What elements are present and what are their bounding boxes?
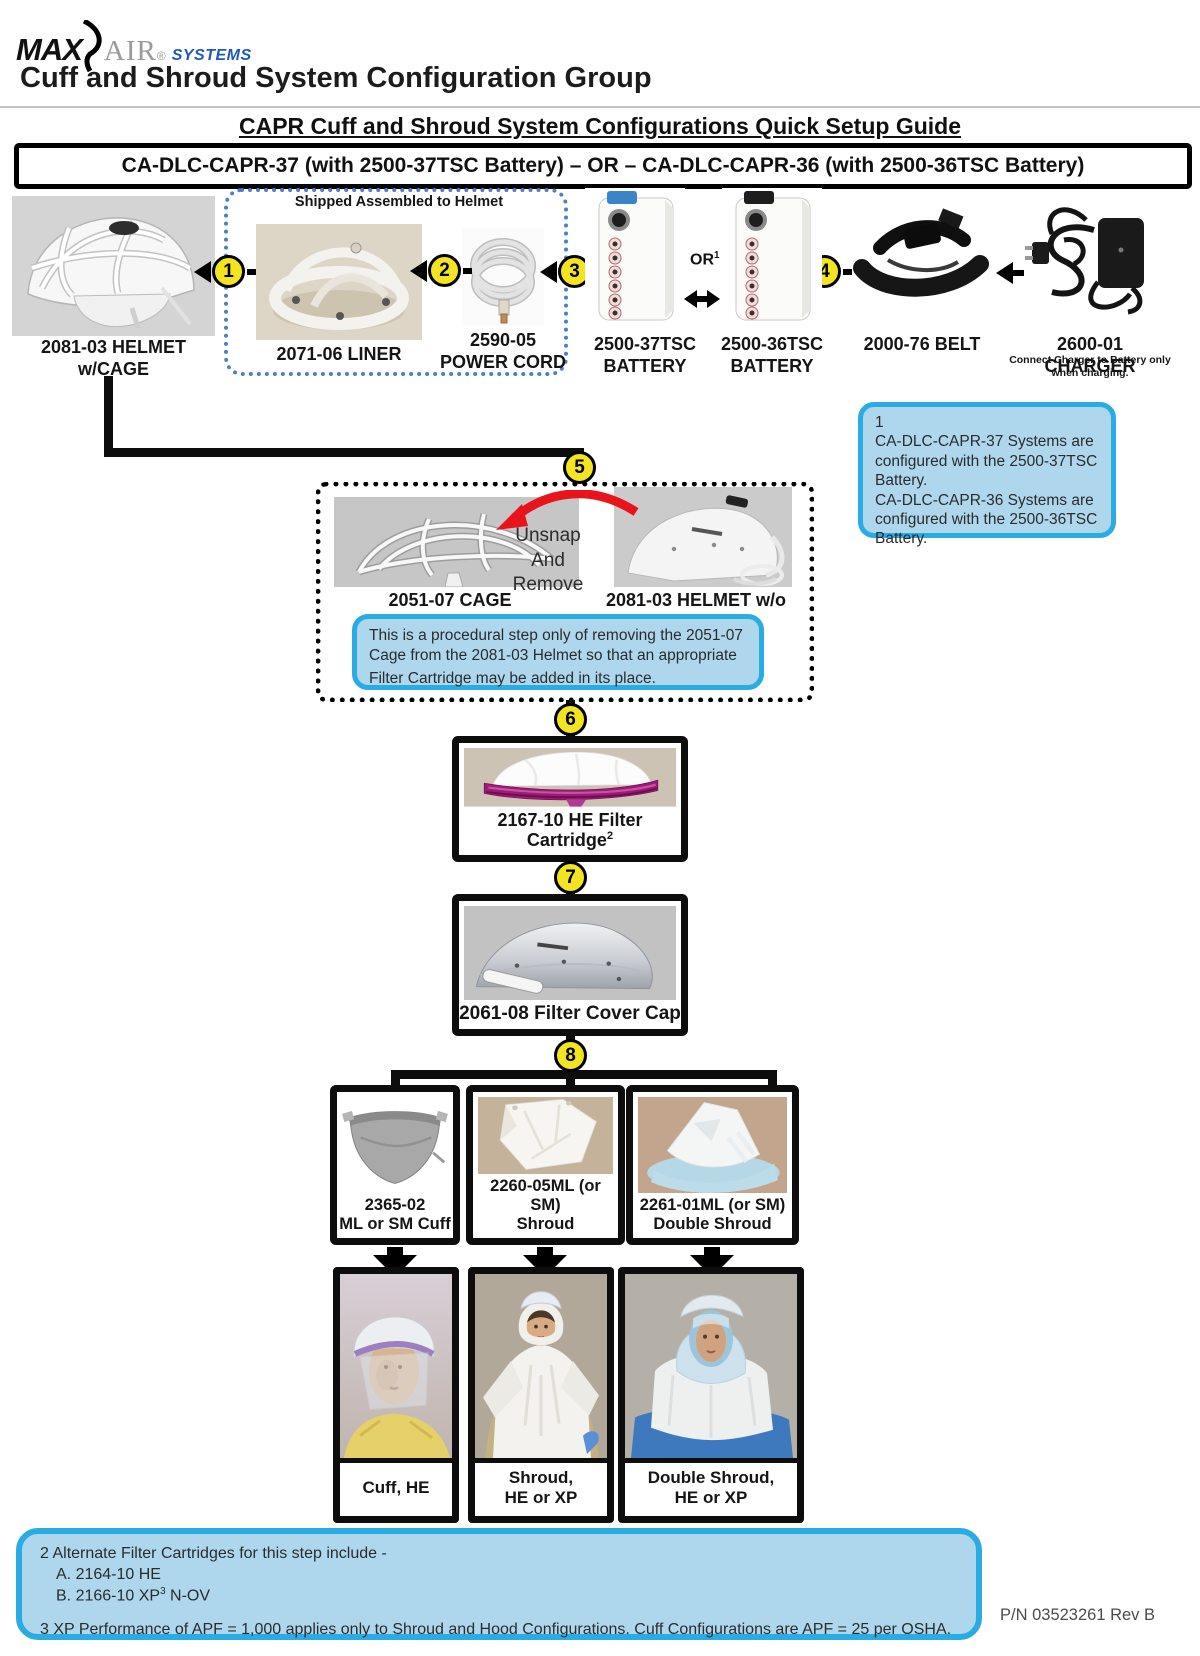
helmet-with-cage-photo: [12, 196, 215, 336]
procedural-note-box: This is a procedural step only of removi…: [352, 614, 764, 690]
step-8-badge: 8: [554, 1039, 587, 1072]
footnote-line-2: CA-DLC-CAPR-36 Systems are configured wi…: [875, 491, 1098, 548]
connector-horizontal: [104, 448, 584, 457]
battery-36tsc-label: 2500-36TSC BATTERY: [720, 334, 824, 376]
branch-bar: [391, 1070, 777, 1079]
double-shroud-photo: [638, 1097, 787, 1194]
shroud-worn-photo: [475, 1274, 607, 1458]
charger-label: 2600-01 CHARGER: [1044, 334, 1136, 376]
left-arrowhead-icon: [410, 259, 427, 282]
left-arrowhead-icon: [194, 260, 211, 283]
unsnap-red-arrow-icon: [488, 489, 643, 547]
power-cord-photo: [462, 228, 544, 326]
charger-photo: [1024, 190, 1156, 322]
liner-photo: [256, 224, 422, 340]
charger-note: Connect Charger to Battery only when cha…: [1009, 354, 1171, 380]
cuff-worn-photo: [340, 1274, 452, 1458]
step-1-arrow: 1: [194, 255, 256, 288]
left-arrowhead-icon: [684, 290, 697, 308]
filter-cartridge-label: 2167-10 HE Filter Cartridge2: [497, 809, 643, 851]
or-double-arrow: [684, 290, 720, 308]
unsnap-remove-text: Unsnap And Remove: [512, 525, 584, 596]
filter-cover-cap-label: 2061-08 Filter Cover Cap: [459, 1003, 681, 1025]
shroud-result-box: Shroud, HE or XP: [468, 1267, 614, 1523]
branch-stub-center: [566, 1076, 575, 1086]
filter-cover-cap-photo: [464, 906, 676, 1001]
step-2-arrow: 2: [410, 254, 472, 287]
title-divider: [0, 106, 1200, 108]
or-text: OR1: [690, 250, 720, 269]
logo-registered-mark: ®: [156, 49, 166, 63]
footnote-line-1: CA-DLC-CAPR-37 Systems are configured wi…: [875, 433, 1098, 490]
shroud-result-label: Shroud, HE or XP: [475, 1458, 607, 1516]
step-5-badge: 5: [563, 451, 596, 484]
shroud-option-label: 2260-05ML (or SM) Shroud: [490, 1177, 601, 1234]
page-title: Cuff and Shroud System Configuration Gro…: [20, 62, 652, 94]
step-2-badge: 2: [428, 254, 461, 287]
helmet-with-cage-label: 2081-03 HELMET w/CAGE: [40, 337, 187, 379]
double-shroud-result-label: Double Shroud, HE or XP: [625, 1458, 797, 1516]
arrow-tail: [247, 268, 256, 275]
footnote-3-line: 3 XP Performance of APF = 1,000 applies …: [40, 1620, 952, 1638]
arrow-tail: [463, 267, 472, 274]
battery-37tsc-photo: [585, 188, 685, 326]
step-6-badge: 6: [554, 703, 587, 736]
maxair-logo: MAX AIR ® SYSTEMS: [16, 8, 252, 73]
shroud-photo: [478, 1097, 613, 1175]
footnote-superscript: 1: [875, 414, 884, 431]
double-shroud-result-box: Double Shroud, HE or XP: [618, 1267, 804, 1523]
charger-to-belt-arrow: [996, 262, 1031, 284]
battery-36tsc-photo: [722, 188, 822, 326]
arrow-shaft: [1013, 270, 1031, 276]
footnote-2-item-b: B. 2166-10 XP3 N-OV: [56, 1585, 211, 1604]
logo-max-text: MAX: [16, 32, 83, 67]
footnote-2-marker: 2: [606, 830, 614, 843]
connector-vertical: [104, 376, 113, 457]
cuff-result-box: Cuff, HE: [333, 1267, 459, 1523]
logo-systems-text: SYSTEMS: [171, 47, 252, 64]
arrow-shaft: [697, 296, 707, 302]
step-1-badge: 1: [212, 255, 245, 288]
shipped-assembled-title: Shipped Assembled to Helmet: [294, 194, 504, 210]
double-shroud-worn-photo: [625, 1274, 797, 1458]
filter-cover-cap-box: 2061-08 Filter Cover Cap: [452, 894, 688, 1036]
part-number: P/N 03523261 Rev B: [1000, 1606, 1156, 1624]
logo-air-text: AIR: [103, 35, 157, 67]
filter-cartridge-box: 2167-10 HE Filter Cartridge2: [452, 736, 688, 862]
belt-label: 2000-76 BELT: [863, 334, 981, 354]
shroud-option-box: 2260-05ML (or SM) Shroud: [466, 1085, 625, 1245]
cuff-option-label: 2365-02 ML or SM Cuff: [339, 1196, 451, 1234]
footnote-2-line: 2 Alternate Filter Cartridges for this s…: [40, 1545, 387, 1562]
step-7-badge: 7: [554, 861, 587, 894]
battery-37tsc-label: 2500-37TSC BATTERY: [593, 334, 697, 376]
guide-title: CAPR Cuff and Shroud System Configuratio…: [239, 113, 961, 139]
battery-footnote-box: 1 CA-DLC-CAPR-37 Systems are configured …: [858, 402, 1116, 547]
branch-stub-right: [768, 1070, 777, 1086]
helmet-no-cage-photo: [614, 487, 792, 587]
power-cord-label: 2590-05 POWER CORD: [440, 330, 566, 372]
bottom-footnotes-box: 2 Alternate Filter Cartridges for this s…: [16, 1528, 982, 1640]
double-shroud-option-box: 2261-01ML (or SM) Double Shroud: [626, 1085, 799, 1245]
filter-cartridge-photo: [464, 748, 676, 807]
cuff-photo: [342, 1097, 448, 1194]
footnote-2-item-a: A. 2164-10 HE: [56, 1565, 161, 1583]
left-arrowhead-icon: [540, 260, 557, 283]
double-shroud-option-label: 2261-01ML (or SM) Double Shroud: [639, 1196, 786, 1234]
cage-label: 2051-07 CAGE: [388, 590, 512, 610]
right-arrowhead-icon: [707, 290, 720, 308]
belt-photo: [852, 198, 992, 316]
cuff-result-label: Cuff, HE: [340, 1458, 452, 1516]
cuff-option-box: 2365-02 ML or SM Cuff: [330, 1085, 460, 1245]
cage-removal-box: [316, 482, 814, 702]
cage-photo: [334, 497, 579, 587]
liner-label: 2071-06 LINER: [276, 344, 402, 364]
branch-stub-left: [391, 1070, 400, 1086]
arrow-tail: [843, 268, 852, 275]
left-arrowhead-icon: [996, 262, 1013, 284]
logo-swoosh-icon: [80, 8, 106, 73]
model-bar: CA-DLC-CAPR-37 (with 2500-37TSC Battery)…: [14, 143, 1192, 189]
